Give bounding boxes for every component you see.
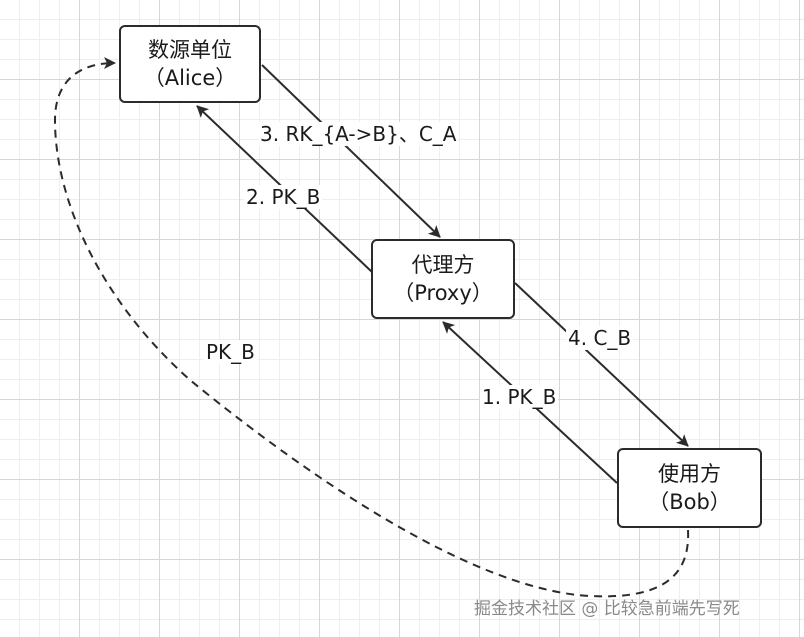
node-proxy: 代理方 （Proxy） — [371, 239, 515, 319]
edge-label-rk: 3. RK_{A->B}、C_A — [258, 122, 459, 146]
node-proxy-name: 代理方 — [411, 252, 475, 277]
edge-label-c-b: 4. C_B — [566, 326, 634, 350]
dashed-arrow-bob-to-alice — [53, 57, 690, 598]
node-proxy-role: （Proxy） — [393, 281, 493, 305]
arrow-alice-to-proxy — [261, 64, 441, 238]
edge-label-pk-b-bob-to-proxy: 1. PK_B — [480, 385, 559, 409]
node-alice: 数源单位 （Alice） — [119, 25, 261, 103]
node-bob: 使用方 （Bob） — [617, 448, 762, 528]
edge-label-pk-b-proxy-to-alice: 2. PK_B — [244, 185, 323, 209]
node-alice-name: 数源单位 — [148, 37, 232, 62]
node-bob-role: （Bob） — [648, 490, 731, 514]
node-bob-name: 使用方 — [658, 461, 721, 486]
watermark: 掘金技术社区 @ 比较急前端先写死 — [474, 599, 740, 619]
edge-label-pk-b-dashed: PK_B — [204, 340, 257, 364]
node-alice-role: （Alice） — [143, 66, 237, 90]
arrow-proxy-to-bob — [514, 282, 689, 447]
